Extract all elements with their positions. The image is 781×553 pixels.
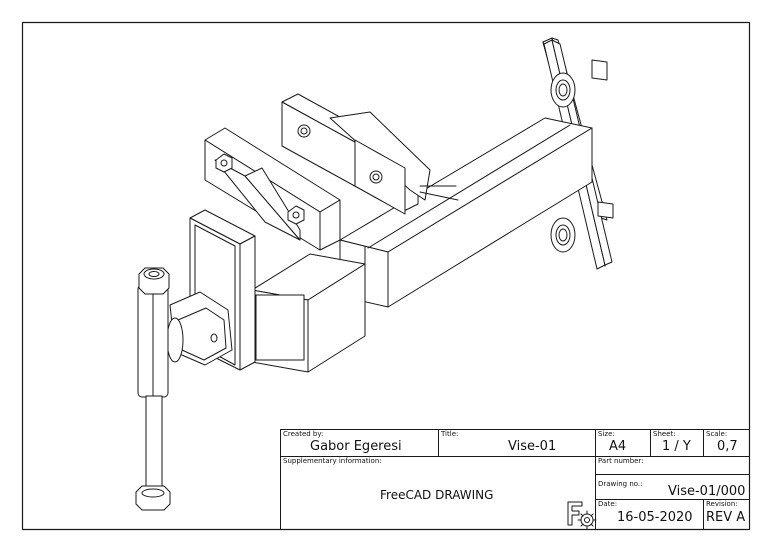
supplementary-cell: Supplementary information: FreeCAD DRAWI… — [280, 456, 595, 529]
date-value: 16-05-2020 — [617, 510, 693, 525]
sheet-label: Sheet: — [653, 430, 676, 438]
scale-cell: Scale: 0,7 — [703, 429, 749, 456]
revision-value: REV A — [706, 510, 746, 525]
vise-isometric-view — [135, 37, 614, 511]
size-cell: Size: A4 — [595, 429, 650, 456]
size-value: A4 — [609, 439, 627, 454]
title-value: Vise-01 — [508, 439, 557, 454]
supplementary-label: Supplementary information: — [283, 457, 382, 465]
sheet-cell: Sheet: 1 / Y — [650, 429, 703, 456]
created-by-value: Gabor Egeresi — [310, 439, 402, 454]
revision-cell: Revision: REV A — [703, 499, 749, 529]
title-block: Created by: Gabor Egeresi Title: Vise-01… — [280, 429, 749, 529]
scale-label: Scale: — [706, 430, 728, 438]
date-cell: Date: 16-05-2020 — [595, 499, 703, 529]
part-number-label: Part number: — [598, 457, 644, 465]
created-by-label: Created by: — [283, 430, 324, 438]
part-number-cell: Part number: — [595, 456, 749, 474]
freecad-logo-icon — [567, 501, 597, 530]
title-block-grid — [280, 429, 750, 530]
supplementary-value: FreeCAD DRAWING — [380, 488, 494, 502]
revision-label: Revision: — [706, 500, 738, 508]
drawing-no-label: Drawing no.: — [598, 480, 643, 488]
title-label: Title: — [441, 430, 459, 438]
size-label: Size: — [598, 430, 615, 438]
created-by-cell: Created by: Gabor Egeresi — [280, 429, 438, 456]
scale-value: 0,7 — [717, 439, 738, 454]
drawing-no-cell: Drawing no.: Vise-01/000 — [595, 474, 749, 499]
title-cell: Title: Vise-01 — [438, 429, 595, 456]
date-label: Date: — [598, 500, 618, 508]
sheet-value: 1 / Y — [662, 439, 691, 454]
drawing-no-value: Vise-01/000 — [668, 484, 746, 499]
